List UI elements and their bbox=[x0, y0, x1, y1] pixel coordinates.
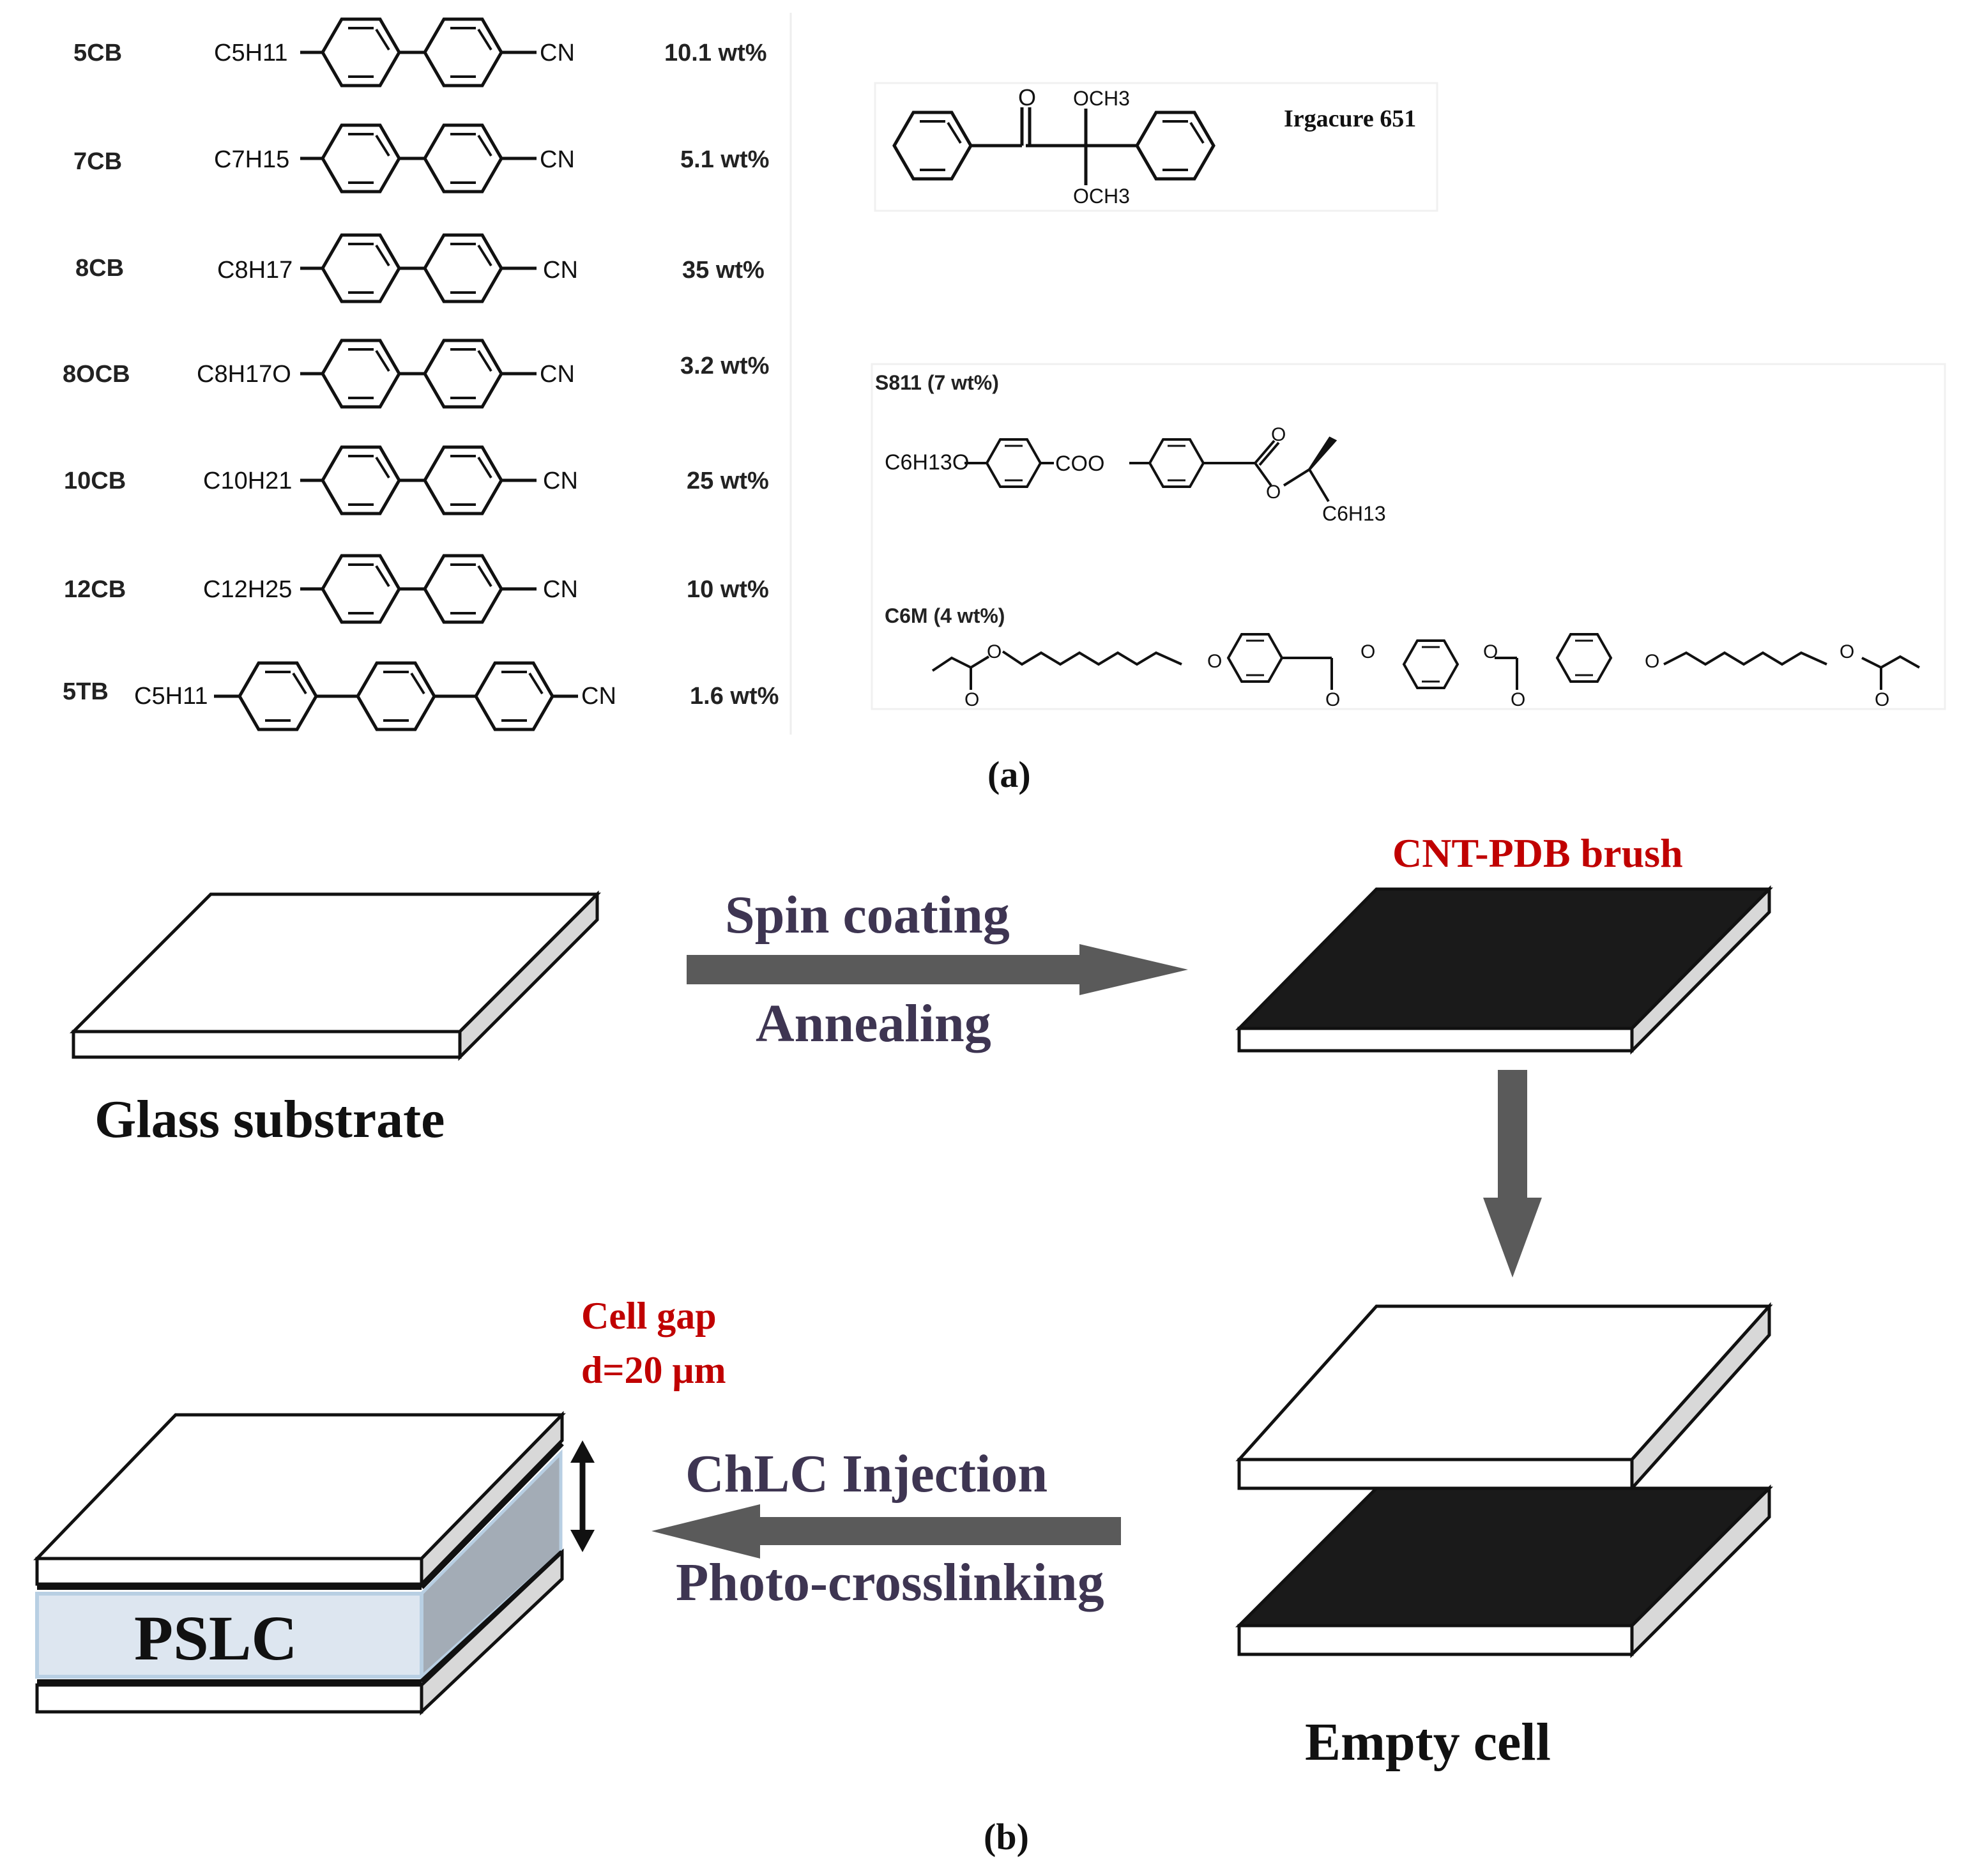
c6m-o: O bbox=[1875, 689, 1889, 710]
alkyl-tail: C12H25 bbox=[203, 576, 292, 603]
s811-ester: COO bbox=[1055, 452, 1104, 476]
alkyl-tail: C5H11 bbox=[134, 683, 208, 710]
compound-row: 12CB C12H25 CN 10 wt% bbox=[64, 556, 769, 622]
gap-distance-label: d=20 μm bbox=[581, 1349, 726, 1391]
compound-row: 5CB C5H11 CN 10.1 wt% bbox=[73, 19, 767, 86]
top-plate bbox=[1235, 1302, 1773, 1493]
empty-cell-label: Empty cell bbox=[1305, 1712, 1551, 1772]
irgacure-651-structure: O OCH3 OCH3 Irgacure 651 bbox=[874, 82, 1438, 212]
cyano-group: CN bbox=[540, 361, 575, 388]
left-arrow-icon bbox=[652, 1504, 1121, 1559]
weight-percent: 5.1 wt% bbox=[680, 146, 769, 173]
terphenyl-core bbox=[214, 663, 578, 729]
c6m-o: O bbox=[1325, 689, 1340, 710]
carbonyl-o: O bbox=[1018, 84, 1036, 111]
compound-name: 8OCB bbox=[63, 361, 130, 388]
c6m-o: O bbox=[1483, 641, 1498, 662]
compound-row: 5TB C5H11 CN 1.6 wt% bbox=[63, 663, 779, 729]
biphenyl-core bbox=[300, 19, 537, 86]
caption-b: (b) bbox=[984, 1816, 1029, 1857]
c6m-label: C6M (4 wt%) bbox=[885, 604, 1005, 627]
cyano-group: CN bbox=[543, 468, 578, 494]
biphenyl-core bbox=[300, 340, 537, 407]
s811-structure: S811 (7 wt%) C6H13O COO O O C6H13 bbox=[875, 371, 1386, 525]
c6m-o: O bbox=[1645, 651, 1659, 672]
s811-carbonyl-o: O bbox=[1271, 424, 1286, 445]
compound-name: 12CB bbox=[64, 576, 126, 603]
c6m-o: O bbox=[1511, 689, 1525, 710]
cyano-group: CN bbox=[540, 146, 575, 173]
liquid-crystal-list: 5CB C5H11 CN 10.1 wt% 7CB C7H15 bbox=[63, 19, 779, 729]
c6m-o: O bbox=[1840, 641, 1854, 662]
glass-substrate-plate bbox=[69, 890, 602, 1062]
weight-percent: 10 wt% bbox=[687, 576, 769, 603]
compound-name: 5CB bbox=[73, 40, 122, 66]
coated-plate bbox=[1235, 885, 1773, 1055]
biphenyl-core bbox=[300, 447, 537, 514]
alkyl-tail: C7H15 bbox=[214, 146, 289, 173]
c6m-o: O bbox=[964, 689, 979, 710]
s811-label: S811 (7 wt%) bbox=[875, 371, 999, 394]
spin-coating-label: Spin coating bbox=[725, 885, 1010, 945]
s811-right-tail: C6H13 bbox=[1322, 502, 1386, 525]
och3-bottom: OCH3 bbox=[1073, 185, 1130, 208]
alkyl-tail: C5H11 bbox=[214, 40, 287, 66]
c6m-o: O bbox=[1360, 641, 1375, 662]
caption-a: (a) bbox=[987, 754, 1031, 795]
c6m-o: O bbox=[1207, 651, 1222, 672]
cell-gap-label: Cell gap bbox=[581, 1295, 717, 1337]
cyano-group: CN bbox=[581, 683, 616, 710]
weight-percent: 35 wt% bbox=[682, 257, 765, 284]
s811-ether-o: O bbox=[1266, 482, 1281, 503]
weight-percent: 1.6 wt% bbox=[690, 683, 779, 710]
empty-cell bbox=[1235, 1302, 1774, 1659]
c6m-o: O bbox=[987, 641, 1002, 662]
irgacure-label: Irgacure 651 bbox=[1284, 105, 1416, 132]
double-arrow-icon bbox=[570, 1440, 595, 1552]
compound-name: 7CB bbox=[73, 148, 122, 175]
compound-row: 8CB C8H17 CN 35 wt% bbox=[75, 235, 765, 301]
alkyl-tail: C8H17 bbox=[217, 257, 293, 284]
pslc-cell bbox=[33, 1410, 566, 1716]
cnt-pdb-brush-label: CNT-PDB brush bbox=[1392, 830, 1683, 876]
compound-name: 10CB bbox=[64, 468, 126, 494]
alkyl-tail: C10H21 bbox=[203, 468, 292, 494]
biphenyl-core bbox=[300, 556, 537, 622]
pslc-label: PSLC bbox=[134, 1603, 298, 1674]
s811-left-tail: C6H13O bbox=[885, 450, 969, 475]
alkyl-tail: C8H17O bbox=[197, 361, 291, 388]
right-arrow-icon bbox=[687, 944, 1188, 995]
weight-percent: 10.1 wt% bbox=[664, 40, 767, 66]
photo-crosslinking-label: Photo-crosslinking bbox=[676, 1553, 1104, 1612]
och3-top: OCH3 bbox=[1073, 87, 1130, 110]
compound-row: 8OCB C8H17O CN 3.2 wt% bbox=[63, 340, 769, 407]
annealing-label: Annealing bbox=[756, 994, 991, 1053]
bottom-plate bbox=[1235, 1484, 1774, 1659]
biphenyl-core bbox=[300, 125, 537, 192]
compound-name: 8CB bbox=[75, 255, 124, 282]
top-plate bbox=[33, 1410, 566, 1590]
weight-percent: 3.2 wt% bbox=[680, 353, 769, 379]
bottom-plate bbox=[35, 1548, 564, 1716]
cyano-group: CN bbox=[543, 576, 578, 603]
chlc-injection-label: ChLC Injection bbox=[685, 1444, 1048, 1504]
cyano-group: CN bbox=[540, 40, 575, 66]
compound-row: 7CB C7H15 CN 5.1 wt% bbox=[73, 125, 769, 192]
down-arrow-icon bbox=[1483, 1070, 1542, 1277]
compound-row: 10CB C10H21 CN 25 wt% bbox=[64, 447, 769, 514]
chiral-dopant-box bbox=[871, 363, 1946, 710]
c6m-structure: C6M (4 wt%) O O O O O O O O O O bbox=[885, 604, 1920, 710]
weight-percent: 25 wt% bbox=[687, 468, 769, 494]
biphenyl-core bbox=[300, 235, 537, 301]
compound-name: 5TB bbox=[63, 678, 109, 705]
glass-substrate-label: Glass substrate bbox=[95, 1090, 445, 1149]
cyano-group: CN bbox=[543, 257, 578, 284]
